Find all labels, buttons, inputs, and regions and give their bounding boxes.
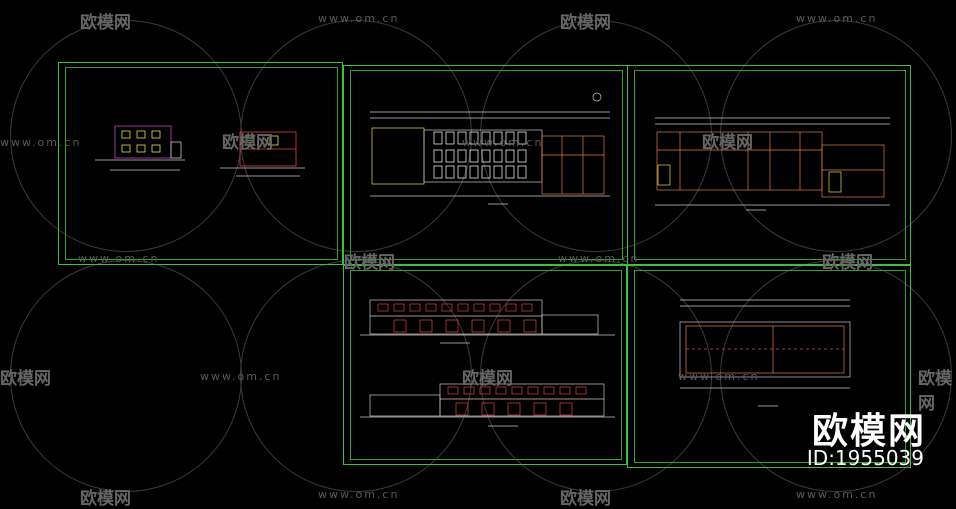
sheet-roof-plan[interactable] xyxy=(627,265,911,468)
sheet-floor-plan-2[interactable] xyxy=(627,65,911,265)
watermark-circle xyxy=(240,20,472,252)
watermark-circle xyxy=(480,260,712,492)
sheet-elevations[interactable] xyxy=(343,265,627,465)
brand-badge: 欧模网 xyxy=(811,411,926,452)
watermark-url: www.om.cn xyxy=(462,136,544,149)
drawing-elevation-rear xyxy=(360,383,615,427)
watermark-brand: 欧模网 xyxy=(560,13,611,33)
watermark-url: www.om.cn xyxy=(558,252,640,265)
watermark-circle xyxy=(240,260,472,492)
watermark-brand: 欧模网 xyxy=(80,13,131,33)
drawing-floor-plan-2 xyxy=(655,117,890,211)
watermark-circle xyxy=(480,20,712,252)
watermark-brand: 欧模网 xyxy=(0,369,51,389)
watermark-brand: 欧模网 xyxy=(80,489,131,509)
watermark-brand: 欧模网 xyxy=(822,253,873,273)
sheet-elevation-small[interactable] xyxy=(58,62,343,265)
watermark-url: www.om.cn xyxy=(318,488,400,501)
watermark-url: www.om.cn xyxy=(318,12,400,25)
watermark-url: www.om.cn xyxy=(200,370,282,383)
asset-id-label: ID:1955039 xyxy=(806,446,924,470)
watermark-url: www.om.cn xyxy=(78,252,160,265)
watermark-circle xyxy=(720,260,952,492)
watermark-brand: 欧模网 xyxy=(560,489,611,509)
drawing-elevation-left xyxy=(95,125,185,171)
watermark-circle xyxy=(720,20,952,252)
drawing-roof-plan xyxy=(679,299,851,407)
watermark-url: www.om.cn xyxy=(678,370,760,383)
drawing-section xyxy=(220,131,305,177)
watermark-brand: 欧模网 xyxy=(702,133,753,153)
watermark-brand: 欧模网 xyxy=(462,369,513,389)
drawing-floor-plan-1 xyxy=(370,92,610,205)
watermark-url: www.om.cn xyxy=(796,488,878,501)
watermark-url: www.om.cn xyxy=(796,12,878,25)
watermark-brand: 欧模网 xyxy=(918,369,952,414)
drawing-elevation-front xyxy=(360,299,615,344)
watermark-brand: 欧模网 xyxy=(222,133,273,153)
watermark-url: www.om.cn xyxy=(0,136,82,149)
watermark-brand: 欧模网 xyxy=(344,253,395,273)
